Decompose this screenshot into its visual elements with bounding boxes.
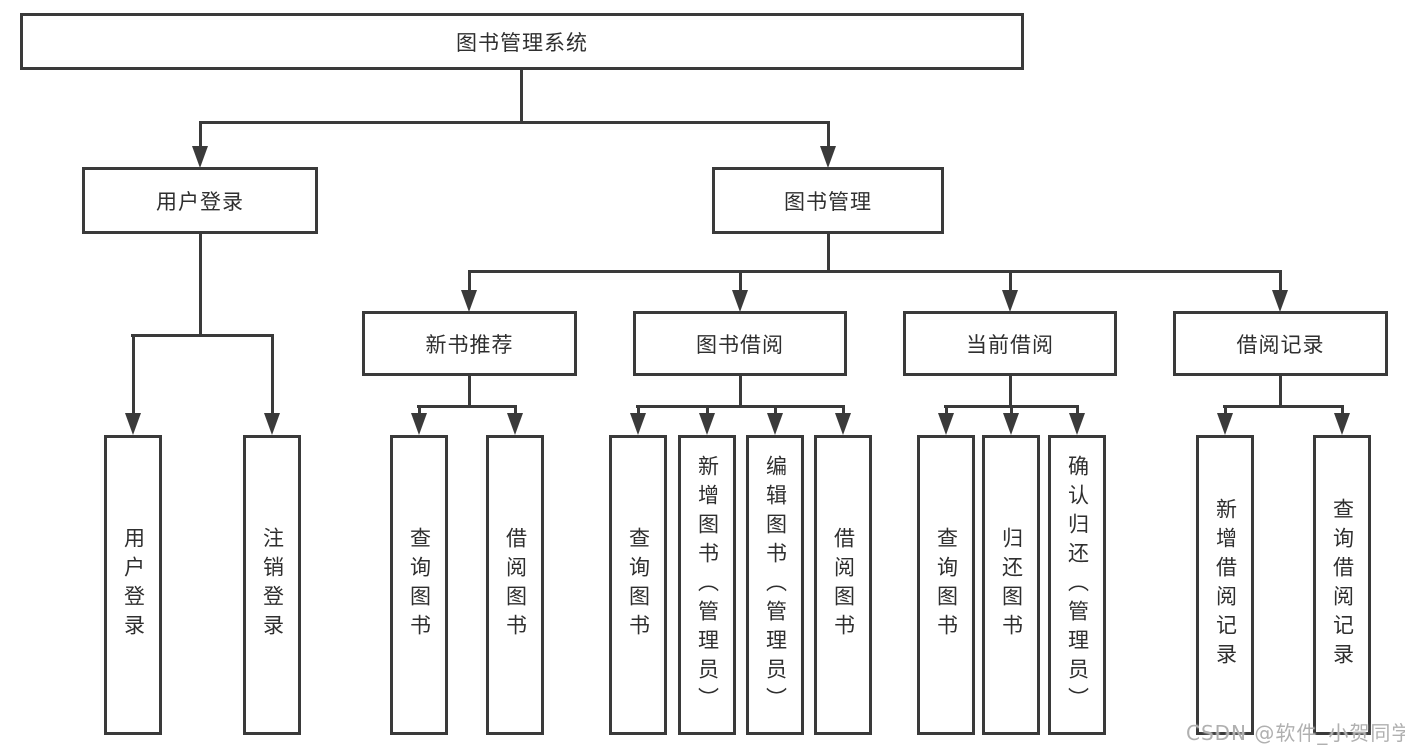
- connector-vline: [739, 270, 742, 293]
- arrowhead-down-icon: [1217, 413, 1233, 435]
- leaf-label: 新增图书（管理员）: [695, 454, 720, 716]
- node-label: 图书管理系统: [456, 30, 588, 55]
- node-label: 图书借阅: [696, 332, 784, 357]
- connector-hline: [1223, 405, 1343, 408]
- arrowhead-down-icon: [507, 413, 523, 435]
- leaf-label: 借阅图书: [503, 527, 528, 643]
- connector-vline: [637, 405, 640, 416]
- arrowhead-down-icon: [1334, 413, 1350, 435]
- connector-vline: [132, 334, 135, 415]
- leaf-edit-book-admin: 编辑图书（管理员）: [746, 435, 804, 735]
- node-book-borrowing: 图书借阅: [633, 311, 847, 376]
- node-label: 新书推荐: [425, 332, 514, 357]
- arrowhead-down-icon: [264, 413, 280, 435]
- leaf-label: 查询图书: [407, 527, 432, 643]
- arrowhead-down-icon: [411, 413, 427, 435]
- leaf-add-borrow-record: 新增借阅记录: [1196, 435, 1254, 735]
- arrowhead-down-icon: [1272, 290, 1288, 312]
- leaf-add-book-admin: 新增图书（管理员）: [678, 435, 736, 735]
- connector-vline: [468, 374, 471, 407]
- connector-vline: [945, 405, 948, 416]
- connector-vline: [520, 67, 523, 123]
- connector-hline: [199, 121, 830, 124]
- connector-vline: [418, 405, 421, 416]
- node-label: 借阅记录: [1236, 332, 1325, 357]
- connector-vline: [774, 405, 777, 416]
- leaf-label: 编辑图书（管理员）: [763, 454, 788, 716]
- leaf-label: 新增借阅记录: [1213, 498, 1238, 672]
- connector-vline: [1224, 405, 1227, 416]
- leaf-label: 查询借阅记录: [1330, 498, 1355, 672]
- connector-vline: [1010, 405, 1013, 416]
- arrowhead-down-icon: [699, 413, 715, 435]
- leaf-borrow-books-2: 借阅图书: [814, 435, 872, 735]
- node-current-borrowing: 当前借阅: [903, 311, 1117, 376]
- connector-vline: [1279, 374, 1282, 407]
- node-borrowing-records: 借阅记录: [1173, 311, 1388, 376]
- connector-vline: [706, 405, 709, 416]
- leaf-confirm-return-admin: 确认归还（管理员）: [1048, 435, 1106, 735]
- leaf-label: 用户登录: [121, 527, 146, 643]
- leaf-label: 查询图书: [626, 527, 651, 643]
- connector-vline: [199, 232, 202, 336]
- connector-vline: [199, 121, 202, 149]
- arrowhead-down-icon: [820, 146, 836, 168]
- node-label: 用户登录: [156, 189, 244, 214]
- arrowhead-down-icon: [125, 413, 141, 435]
- connector-vline: [827, 232, 830, 272]
- arrowhead-down-icon: [767, 413, 783, 435]
- connector-vline: [1076, 405, 1079, 416]
- leaf-query-books-3: 查询图书: [917, 435, 975, 735]
- arrowhead-down-icon: [732, 290, 748, 312]
- connector-hline: [417, 405, 517, 408]
- leaf-label: 注销登录: [260, 527, 285, 643]
- connector-hline: [636, 405, 844, 408]
- arrowhead-down-icon: [192, 146, 208, 168]
- watermark: CSDN @软件_小贺同学: [1186, 721, 1405, 745]
- connector-vline: [1341, 405, 1344, 416]
- arrowhead-down-icon: [1069, 413, 1085, 435]
- leaf-label: 借阅图书: [831, 527, 856, 643]
- leaf-label: 确认归还（管理员）: [1065, 454, 1090, 716]
- leaf-borrow-books-1: 借阅图书: [486, 435, 544, 735]
- leaf-label: 归还图书: [999, 527, 1024, 643]
- arrowhead-down-icon: [461, 290, 477, 312]
- node-user-login: 用户登录: [82, 167, 318, 234]
- connector-hline: [131, 334, 274, 337]
- connector-vline: [1279, 270, 1282, 293]
- leaf-user-login: 用户登录: [104, 435, 162, 735]
- node-book-management: 图书管理: [712, 167, 944, 234]
- connector-vline: [468, 270, 471, 293]
- node-label: 当前借阅: [966, 332, 1054, 357]
- arrowhead-down-icon: [630, 413, 646, 435]
- connector-vline: [514, 405, 517, 416]
- arrowhead-down-icon: [938, 413, 954, 435]
- leaf-label: 查询图书: [934, 527, 959, 643]
- connector-vline: [739, 374, 742, 407]
- arrowhead-down-icon: [1002, 290, 1018, 312]
- leaf-query-books-2: 查询图书: [609, 435, 667, 735]
- leaf-query-books-1: 查询图书: [390, 435, 448, 735]
- leaf-query-borrow-record: 查询借阅记录: [1313, 435, 1371, 735]
- connector-hline: [468, 270, 1281, 273]
- connector-vline: [1009, 270, 1012, 293]
- node-new-book-recommend: 新书推荐: [362, 311, 577, 376]
- leaf-logout: 注销登录: [243, 435, 301, 735]
- node-label: 图书管理: [784, 189, 872, 214]
- leaf-return-books: 归还图书: [982, 435, 1040, 735]
- arrowhead-down-icon: [835, 413, 851, 435]
- node-library-system: 图书管理系统: [20, 13, 1024, 70]
- connector-vline: [842, 405, 845, 416]
- connector-vline: [827, 121, 830, 149]
- connector-vline: [271, 334, 274, 415]
- arrowhead-down-icon: [1003, 413, 1019, 435]
- connector-vline: [1009, 374, 1012, 407]
